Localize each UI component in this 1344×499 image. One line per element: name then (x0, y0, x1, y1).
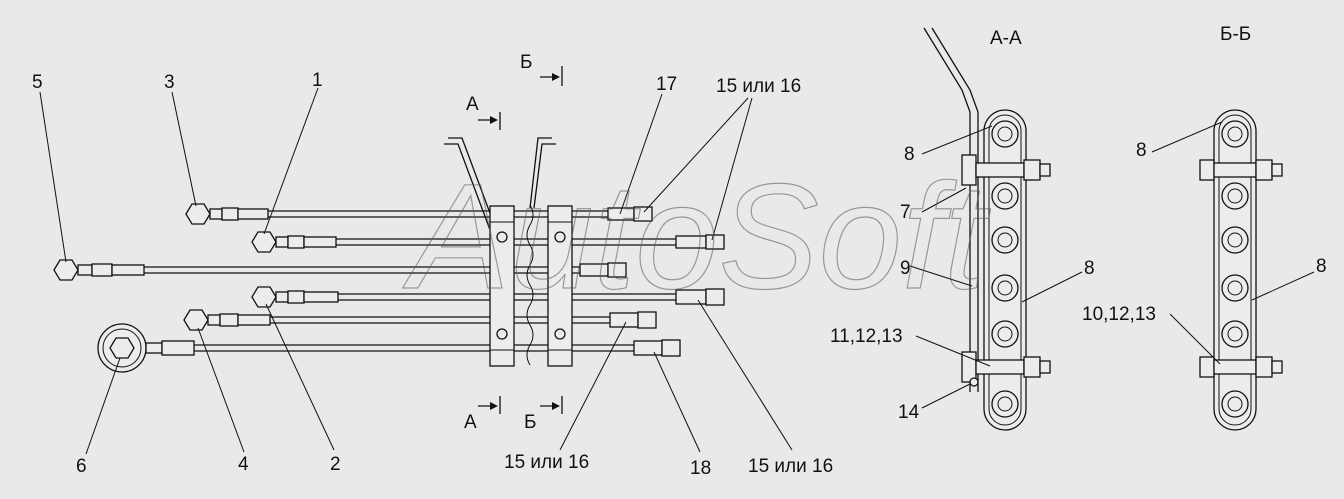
tube-section-inner (997, 326, 1013, 342)
callout-6: 6 (76, 456, 87, 477)
tube-5 (53, 259, 627, 281)
callout-10-12-13: 10,12,13 (1082, 304, 1156, 325)
clamp-a (489, 205, 515, 367)
tube-section-inner (1227, 232, 1243, 248)
callout-15-bottom-right: 15 или 16 (748, 456, 833, 477)
tube-section-inner (1227, 280, 1243, 296)
callout-3: 3 (164, 72, 175, 93)
tube-section-inner (997, 280, 1013, 296)
tube-section-inner (997, 396, 1013, 412)
tube-section-outer (1221, 274, 1249, 302)
callout-7: 7 (900, 202, 911, 223)
tube-section-inner (1227, 326, 1243, 342)
section-mark-b-label-bottom: Б (524, 412, 536, 433)
tube-section-outer (991, 390, 1019, 418)
tube-section-inner (997, 188, 1013, 204)
callout-15-top: 15 или 16 (716, 76, 801, 97)
tube-section-inner (1227, 126, 1243, 142)
break-line (526, 204, 534, 366)
section-mark-a-bottom: А (464, 396, 501, 433)
callout-17: 17 (656, 74, 677, 95)
section-mark-b-label: Б (520, 52, 532, 73)
leaders-bb (1151, 121, 1315, 365)
callout-8-aa-right: 8 (1084, 258, 1095, 279)
callout-9: 9 (900, 258, 911, 279)
section-aa (923, 27, 1051, 431)
tube-section-inner (997, 232, 1013, 248)
section-mark-a-top: А (466, 94, 501, 130)
tube-section-inner (997, 126, 1013, 142)
tube-section-inner (1227, 396, 1243, 412)
tube-section-outer (1221, 390, 1249, 418)
tube-section-outer (991, 274, 1019, 302)
tube-section-outer (1221, 226, 1249, 254)
callout-14: 14 (898, 402, 920, 423)
callout-1: 1 (312, 70, 323, 91)
tube-section-outer (991, 120, 1019, 148)
tube-section-outer (1221, 320, 1249, 348)
callout-2: 2 (330, 454, 341, 475)
callout-15-bottom-mid: 15 или 16 (504, 452, 589, 473)
tube-section-outer (991, 226, 1019, 254)
callout-8-bb-right: 8 (1316, 256, 1327, 277)
tube-6 (97, 323, 681, 373)
callout-18: 18 (690, 458, 711, 479)
clamp-b (547, 205, 573, 367)
tube-section-outer (1221, 120, 1249, 148)
tube-section-outer (1221, 182, 1249, 210)
tube-section-inner (1227, 188, 1243, 204)
section-title-aa: А-А (990, 28, 1022, 49)
section-mark-b-top: Б (520, 52, 563, 86)
leaders-main (39, 87, 793, 455)
watermark-logo: AutoSoft (402, 152, 991, 320)
section-bb (1199, 109, 1283, 431)
bracket (444, 137, 556, 247)
callout-11-12-13: 11,12,13 (830, 326, 903, 347)
callout-5: 5 (32, 72, 43, 93)
section-mark-a-label: А (466, 94, 479, 115)
tube-section-outer (991, 182, 1019, 210)
callout-8-bb: 8 (1136, 140, 1147, 161)
tube-section-outer (991, 320, 1019, 348)
callout-8-aa: 8 (904, 144, 915, 165)
tube-3 (185, 203, 653, 225)
section-mark-b-bottom: Б (524, 396, 563, 433)
section-mark-a-label-bottom: А (464, 412, 477, 433)
leaders-aa (909, 125, 1083, 409)
tube-4 (183, 309, 657, 331)
section-title-bb: Б-Б (1220, 24, 1251, 45)
callout-4: 4 (238, 454, 249, 475)
